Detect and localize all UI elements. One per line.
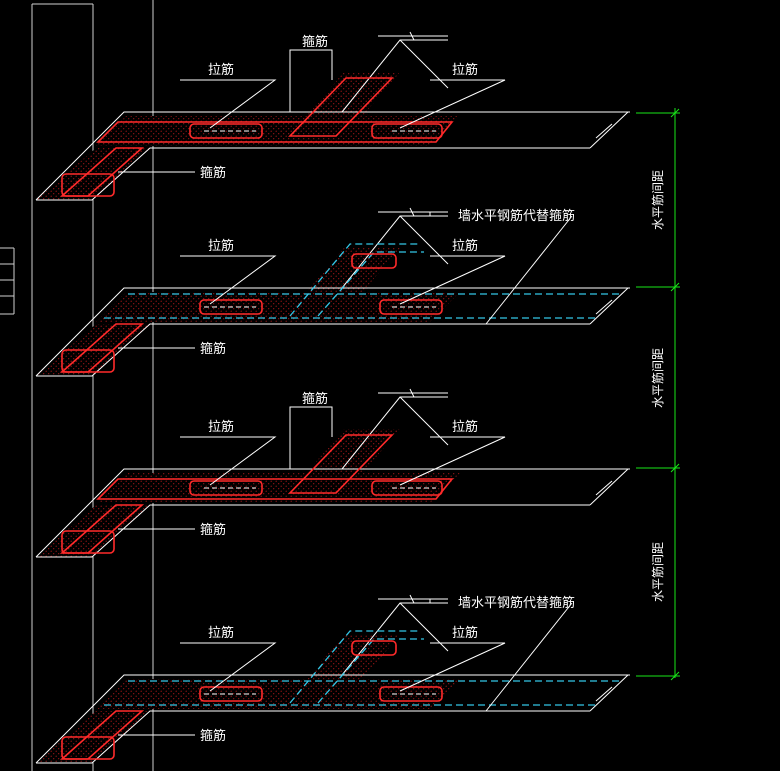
wall-hatch [96,679,460,709]
leader-top [406,598,446,604]
slab-edge-back [35,287,630,377]
wall-hatch [96,473,460,503]
branch-edge-2 [399,215,449,265]
wall-bar-branch [289,243,418,317]
branch-hatch [286,429,400,497]
label-right: 拉筋 [452,625,478,641]
leader-right [399,642,506,692]
branch-top-tick [409,31,415,41]
branch-top-tick [409,594,415,604]
leader-top [289,406,333,469]
dimension-labels: 水平筋间距 水平筋间距 水平筋间距 [650,170,665,602]
slab-edge-front [36,147,590,201]
label-left: 拉筋 [208,62,234,78]
label-top: 墙水平钢筋代替箍筋 [458,595,575,611]
tie-loop-left [189,123,263,139]
slab-edge-back [35,674,630,764]
label-left: 拉筋 [208,419,234,435]
tie-loop-right [379,299,443,315]
leader-right [399,255,506,305]
leader-right [399,79,506,129]
tie-loop-right [371,123,443,139]
slab-break [589,468,629,506]
label-top: 墙水平钢筋代替箍筋 [458,208,575,224]
branch-stirrup [288,77,394,137]
layer-1: 拉筋拉筋箍筋箍筋 [35,31,630,201]
label-top: 箍筋 [302,34,328,50]
slab-break [589,287,629,325]
branch-edge-2 [399,396,449,446]
wall-bar-branch-2 [317,638,424,704]
leader-right [399,436,506,486]
break-mark [595,480,613,496]
break-mark [595,686,613,702]
label-left: 拉筋 [208,625,234,641]
column-stirrup-2 [61,736,115,760]
slab-edge-back [35,111,630,201]
wall-stirrup [96,121,454,143]
label-bottom: 箍筋 [200,341,226,357]
leader-top-diag [485,602,573,712]
wall-bar-branch [289,630,418,704]
tie-loop-right [371,480,443,496]
label-bottom: 箍筋 [200,728,226,744]
tie-loop-right [379,686,443,702]
dimension-label-3: 水平筋间距 [650,542,665,602]
wall-hatch [96,116,460,146]
slab-break [589,674,629,712]
leader-left [180,255,277,305]
branch-top-tick [409,388,415,398]
branch-hatch [286,635,400,703]
leader-top-diag [485,215,573,325]
break-mark [595,123,613,139]
slab-break [589,111,629,149]
layer-3: 拉筋拉筋箍筋箍筋 [35,388,630,558]
tie-loop-left [189,480,263,496]
slab-edge-front [36,504,590,558]
wall-stirrup [96,478,454,500]
break-mark [595,299,613,315]
column-stirrup-2 [61,349,115,373]
label-right: 拉筋 [452,238,478,254]
branch-hatch [286,248,400,316]
label-right: 拉筋 [452,419,478,435]
slab-edge-front [36,710,590,764]
leader-left [180,79,277,129]
label-top: 箍筋 [302,391,328,407]
leader-top [289,49,333,112]
wall-bar-branch-2 [317,251,424,317]
branch-top-tick [409,207,415,217]
leader-top [406,211,446,217]
branch-edge-2 [399,39,449,89]
dimension-label-2: 水平筋间距 [650,348,665,408]
branch-hatch [286,72,400,140]
label-bottom: 箍筋 [200,165,226,181]
column-stirrup-2 [61,530,115,554]
wall-hatch [96,292,460,322]
branch-edge-2 [399,602,449,652]
slab-edge-front [36,323,590,377]
column-frame [0,0,154,771]
dimension-label-1: 水平筋间距 [650,170,665,230]
label-right: 拉筋 [452,62,478,78]
slab-edge-back [35,468,630,558]
branch-stirrup [288,434,394,494]
leader-left [180,436,277,486]
leader-left [180,642,277,692]
tie-loop-branch [351,640,397,656]
label-bottom: 箍筋 [200,522,226,538]
column-stirrup-2 [61,173,115,197]
tie-loop-branch [351,253,397,269]
dimension-line [636,108,680,681]
label-left: 拉筋 [208,238,234,254]
tie-loop-left [199,686,263,702]
tie-loop-left [199,299,263,315]
